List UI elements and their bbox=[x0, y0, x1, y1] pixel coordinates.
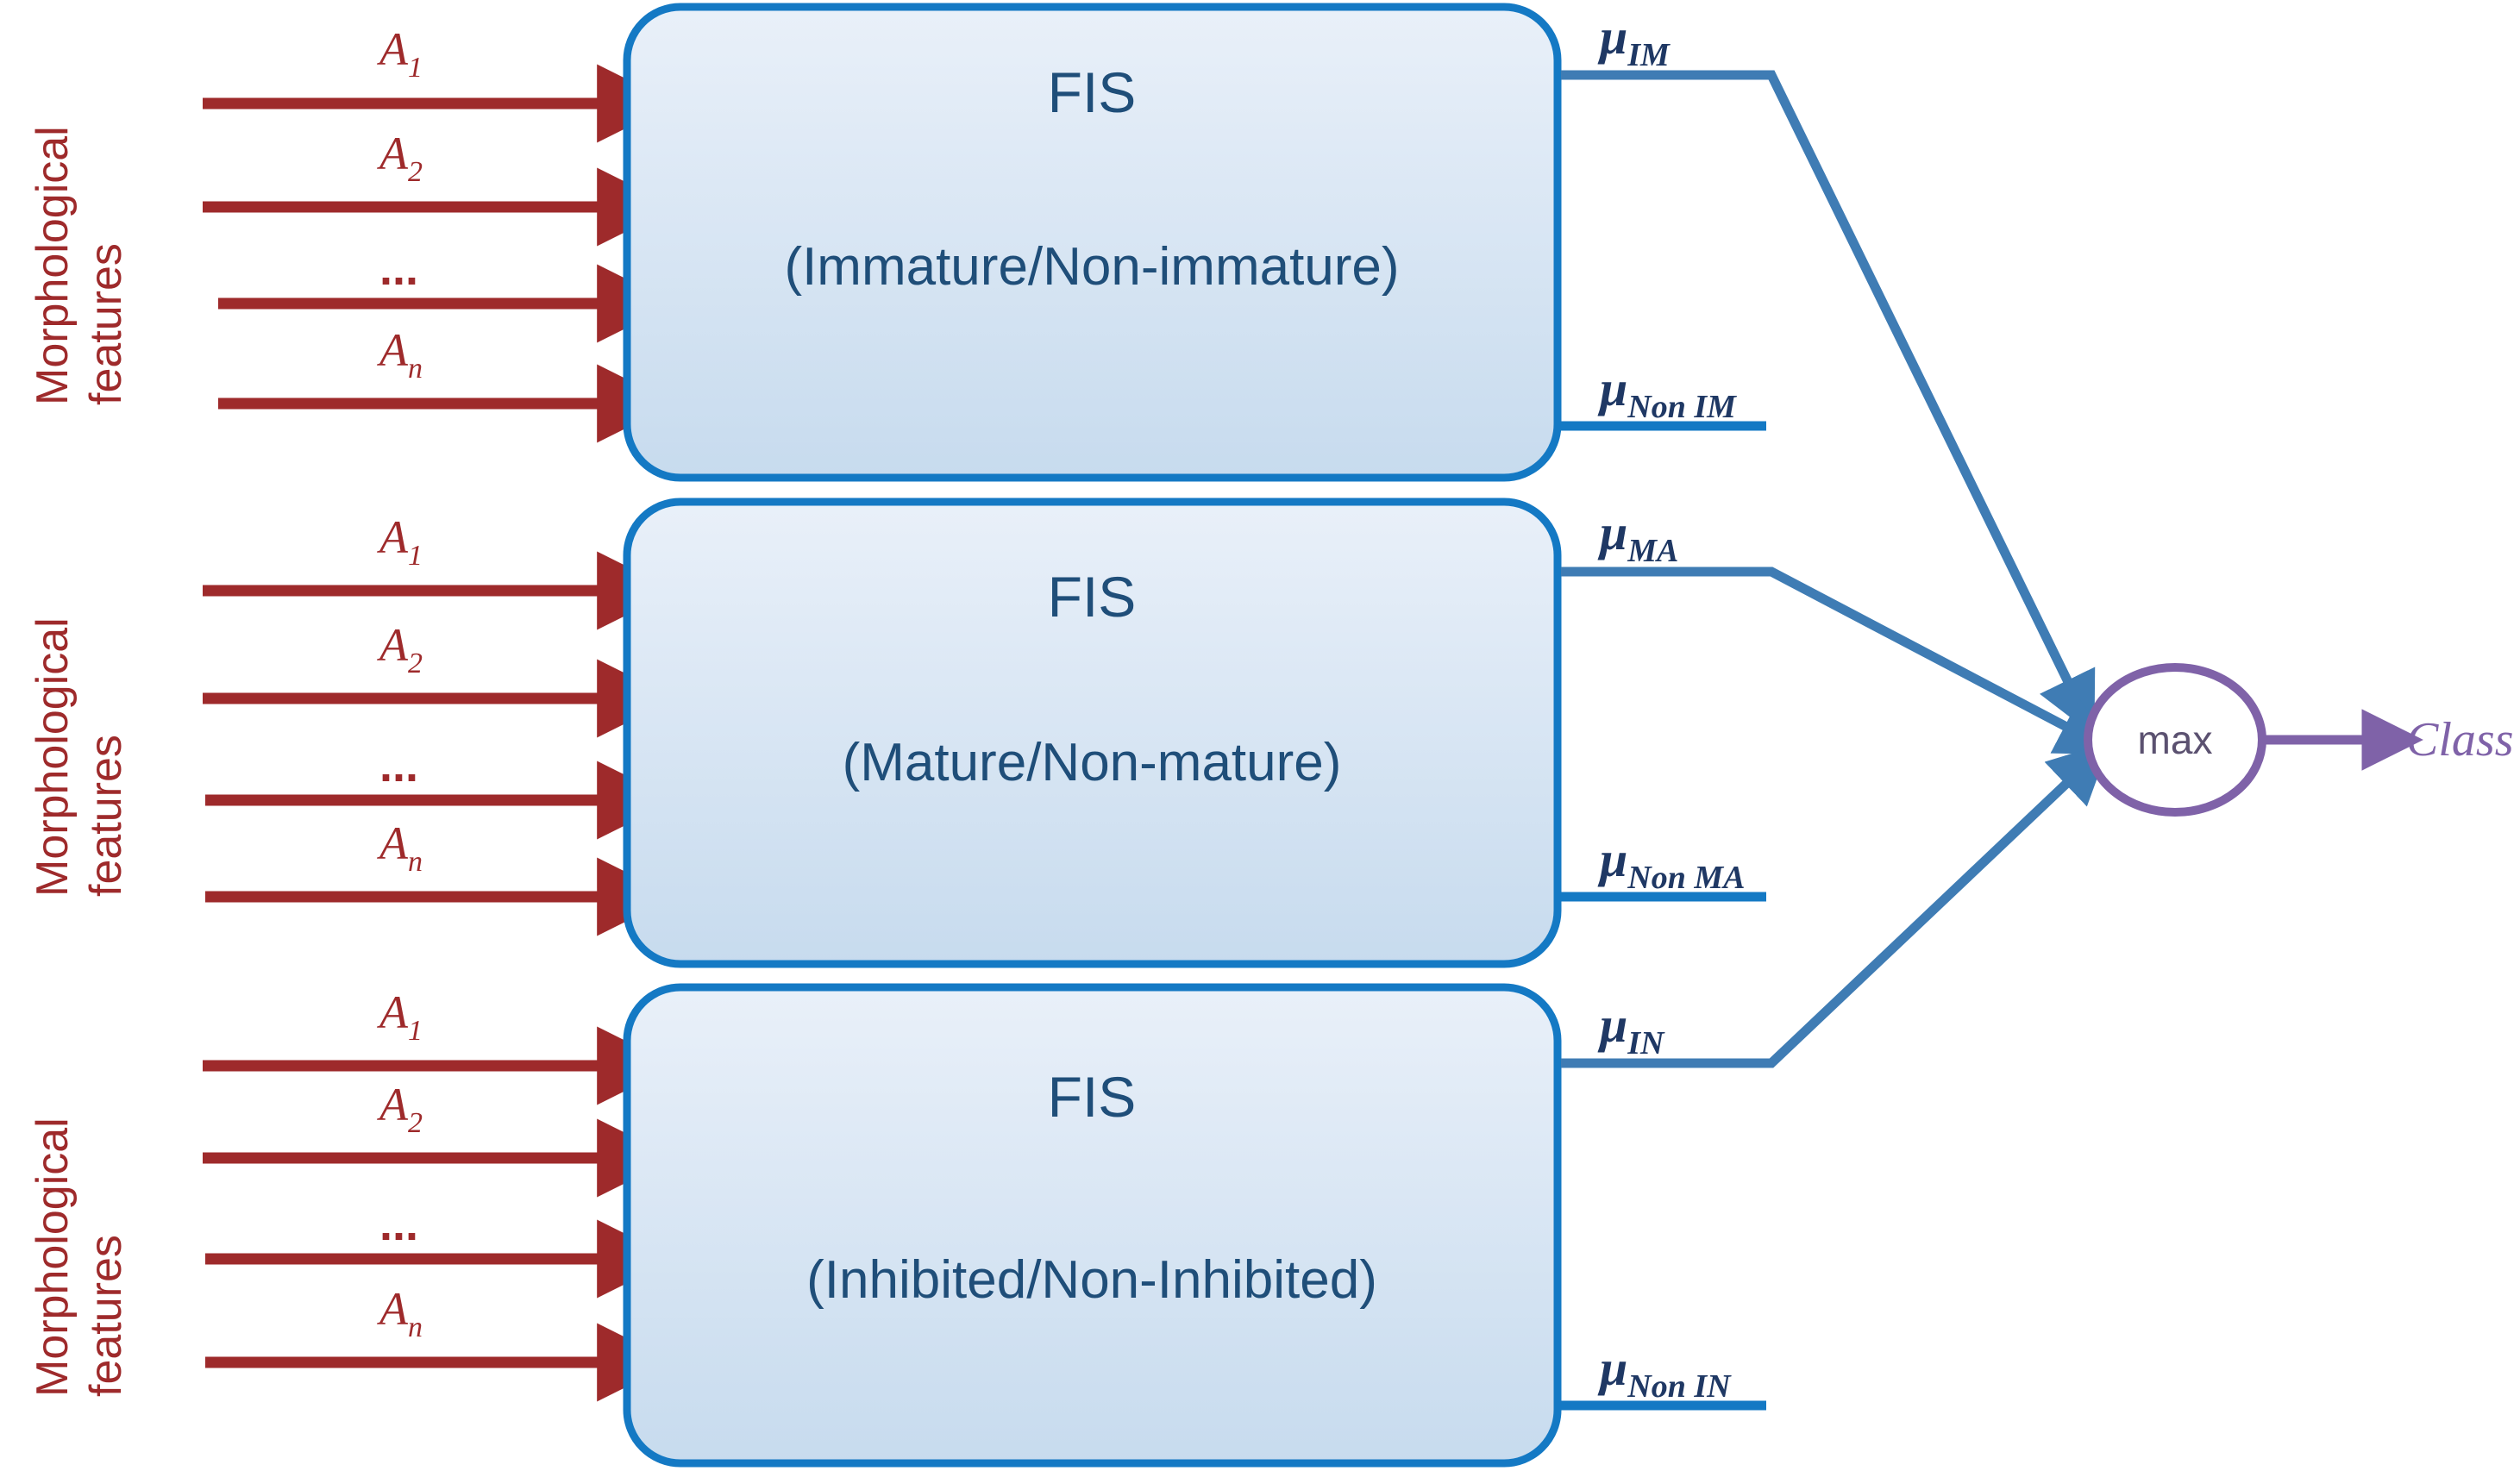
output-line-3-mu-in bbox=[1561, 742, 2111, 1068]
input-group-3: Morphological features A1 A2 ... An bbox=[28, 986, 676, 1402]
fis-block-1[interactable]: FIS (Immature/Non-immature) bbox=[623, 3, 1562, 482]
class-output-label: Class bbox=[2406, 713, 2514, 767]
output-line-1-mu-im bbox=[1561, 70, 2096, 736]
output-label-3-mu-in: μIN bbox=[1597, 997, 1665, 1061]
fis-title-1: FIS bbox=[1048, 60, 1137, 124]
output-group-2: μMA μNon MA bbox=[1561, 504, 2120, 902]
output-line-2-mu-ma bbox=[1561, 566, 2120, 755]
input-label-2-a2: A2 bbox=[377, 619, 423, 679]
fis-block-2[interactable]: FIS (Mature/Non-mature) bbox=[623, 498, 1562, 968]
morph-line2-2: features bbox=[81, 735, 131, 897]
morphological-features-label-3: Morphological features bbox=[28, 1105, 131, 1397]
output-group-3: μIN μNon IN bbox=[1561, 742, 2111, 1411]
input-label-2-ellipsis: ... bbox=[379, 740, 418, 792]
input-label-1-a2: A2 bbox=[377, 128, 423, 188]
morph-line1-3: Morphological bbox=[28, 1117, 78, 1397]
fis-subtitle-1: (Immature/Non-immature) bbox=[784, 237, 1399, 297]
input-label-1-ellipsis: ... bbox=[379, 243, 418, 295]
fis-box-2[interactable] bbox=[623, 498, 1562, 968]
output-label-2-mu-non-ma: μNon MA bbox=[1597, 831, 1745, 896]
fis-title-2: FIS bbox=[1048, 565, 1137, 629]
morphological-features-label-1: Morphological features bbox=[28, 114, 131, 405]
max-node-circle[interactable] bbox=[2084, 663, 2266, 817]
morphological-features-label-2: Morphological features bbox=[28, 605, 131, 897]
input-label-1-a1: A1 bbox=[377, 23, 423, 84]
morph-line1-2: Morphological bbox=[28, 617, 78, 897]
output-label-3-mu-non-in: μNon IN bbox=[1597, 1340, 1732, 1405]
output-label-1-mu-non-im: μNon IM bbox=[1597, 360, 1737, 425]
input-label-3-an: An bbox=[377, 1283, 423, 1343]
fis-subtitle-2: (Mature/Non-mature) bbox=[843, 733, 1342, 792]
output-group-1: μIM μNon IM bbox=[1561, 9, 2096, 736]
fis-block-3[interactable]: FIS (Inhibited/Non-Inhibited) bbox=[623, 983, 1562, 1468]
morph-line2-1: features bbox=[81, 243, 131, 405]
input-label-3-a2: A2 bbox=[377, 1079, 423, 1139]
input-label-1-an: An bbox=[377, 324, 423, 385]
fis-title-3: FIS bbox=[1048, 1065, 1137, 1129]
morph-line2-3: features bbox=[81, 1235, 131, 1397]
input-group-1: Morphological features A1 A2 ... An bbox=[28, 23, 676, 443]
fis-box-3[interactable] bbox=[623, 983, 1562, 1468]
input-group-2: Morphological features A1 A2 ... An bbox=[28, 511, 676, 936]
input-label-3-a1: A1 bbox=[377, 986, 423, 1047]
input-label-3-ellipsis: ... bbox=[379, 1199, 418, 1250]
output-label-1-mu-im: μIM bbox=[1597, 9, 1671, 73]
fis-subtitle-3: (Inhibited/Non-Inhibited) bbox=[806, 1250, 1377, 1310]
fis-box-1[interactable] bbox=[623, 3, 1562, 482]
input-label-2-a1: A1 bbox=[377, 511, 423, 572]
max-aggregator[interactable]: max bbox=[2084, 663, 2266, 817]
output-label-2-mu-ma: μMA bbox=[1597, 504, 1678, 569]
input-label-2-an: An bbox=[377, 817, 423, 878]
morph-line1-1: Morphological bbox=[28, 126, 78, 405]
max-node-label: max bbox=[2138, 717, 2213, 762]
class-output: Class bbox=[2264, 709, 2514, 771]
